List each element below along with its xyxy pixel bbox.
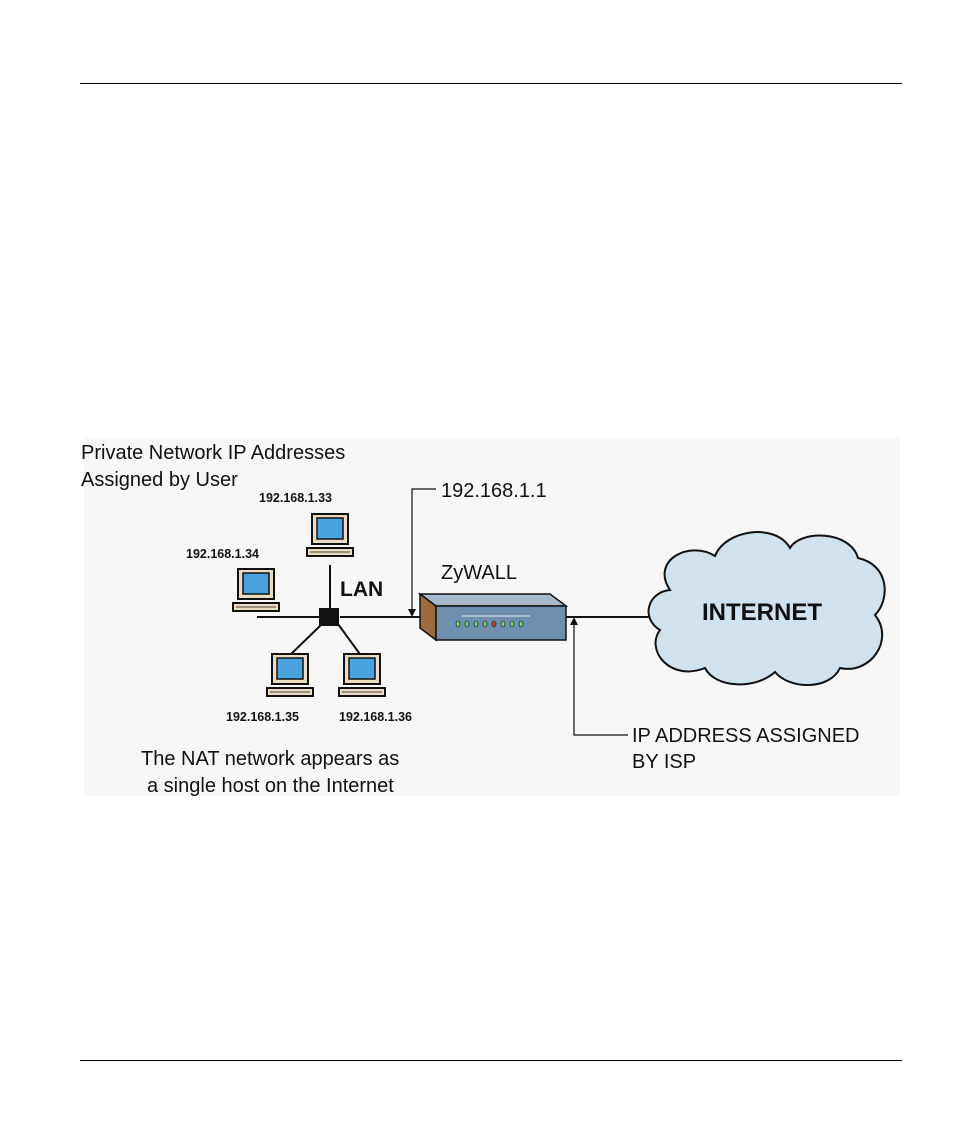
host-ip-35: 192.168.1.35 <box>226 710 299 724</box>
router-icon <box>420 594 566 640</box>
footer-rule <box>80 1060 902 1061</box>
computer-icon-33 <box>307 514 353 556</box>
host-ip-33: 192.168.1.33 <box>259 491 332 505</box>
private-label-line1: Private Network IP Addresses <box>81 442 345 464</box>
internet-label: INTERNET <box>702 599 822 626</box>
isp-label-line1: IP ADDRESS ASSIGNED <box>632 725 860 747</box>
nat-caption-line1: The NAT network appears as <box>141 748 399 770</box>
router-name-label: ZyWALL <box>441 562 517 584</box>
computer-icon-36 <box>339 654 385 696</box>
lan-label: LAN <box>340 578 383 601</box>
host-ip-36: 192.168.1.36 <box>339 710 412 724</box>
nat-caption-line2: a single host on the Internet <box>147 775 394 797</box>
private-label-line2: Assigned by User <box>81 469 238 491</box>
computer-icon-35 <box>267 654 313 696</box>
router-ip-label: 192.168.1.1 <box>441 480 547 502</box>
host-ip-34: 192.168.1.34 <box>186 547 259 561</box>
lan-hub <box>319 608 339 626</box>
isp-label-line2: BY ISP <box>632 751 696 773</box>
computer-icon-34 <box>233 569 279 611</box>
